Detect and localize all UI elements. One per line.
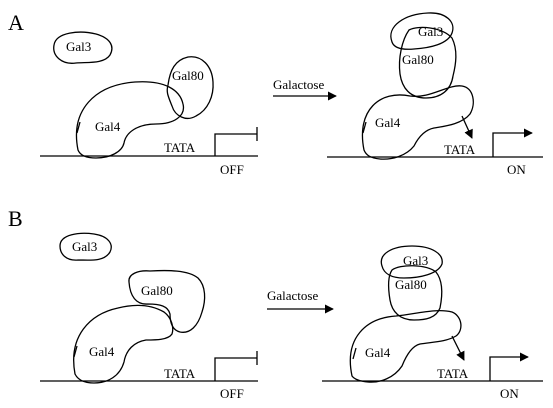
- state-label-off: OFF: [220, 162, 244, 177]
- panel-a-on-state: Gal80 Gal3 Gal4 TATA ON: [327, 12, 543, 177]
- panel-b-on-state: Gal80 Gal3 Gal4 TATA ON: [322, 245, 543, 401]
- tata-label: TATA: [164, 140, 196, 155]
- gal4-protein: [73, 304, 174, 384]
- tata-label: TATA: [444, 142, 476, 157]
- gal3-label: Gal3: [418, 24, 443, 39]
- tata-label: TATA: [164, 366, 196, 381]
- transcription-start-arrow: [492, 128, 533, 157]
- gal3-protein: [53, 31, 113, 64]
- gal80-label: Gal80: [395, 277, 427, 292]
- tata-label: TATA: [437, 366, 469, 381]
- state-label-on: ON: [507, 162, 526, 177]
- gal4-protein: [75, 81, 185, 159]
- galactose-label: Galactose: [267, 288, 318, 303]
- dna-binding-tick: [76, 121, 81, 134]
- activation-arrow: [461, 115, 473, 139]
- panel-a: A Gal3 Gal80 Gal4 TATA OFF Galactose Gal…: [8, 10, 543, 177]
- transcription-start-arrow: [489, 352, 529, 381]
- gal3-label: Gal3: [403, 253, 428, 268]
- gal3-label: Gal3: [66, 39, 91, 54]
- gal80-label: Gal80: [141, 283, 173, 298]
- galactose-label: Galactose: [273, 77, 324, 92]
- transcription-start: [214, 133, 257, 156]
- panel-b: B Gal3 Gal80 Gal4 TATA OFF Galactose Gal…: [8, 206, 543, 401]
- galactose-arrow-b: Galactose: [267, 288, 334, 314]
- gal3-label: Gal3: [72, 239, 97, 254]
- gal80-label: Gal80: [402, 52, 434, 67]
- state-label-on: ON: [500, 386, 519, 401]
- gal4-label: Gal4: [365, 345, 391, 360]
- gal4-protein: [361, 85, 474, 160]
- gal3-protein: [390, 12, 454, 50]
- gal80-protein: [398, 26, 457, 99]
- panel-b-off-state: Gal3 Gal80 Gal4 TATA OFF: [40, 232, 258, 401]
- gal4-label: Gal4: [89, 344, 115, 359]
- gal80-protein: [166, 56, 214, 120]
- gal4-label: Gal4: [95, 119, 121, 134]
- dna-binding-tick: [352, 347, 357, 360]
- gal4-protein: [349, 310, 462, 383]
- transcription-start: [214, 357, 257, 381]
- gal80-label: Gal80: [172, 68, 204, 83]
- panel-a-letter: A: [8, 10, 24, 35]
- dna-binding-tick: [362, 121, 367, 134]
- state-label-off: OFF: [220, 386, 244, 401]
- galactose-arrow-a: Galactose: [273, 77, 337, 101]
- panel-b-letter: B: [8, 206, 23, 231]
- gal3-protein: [59, 232, 112, 261]
- gal80-protein: [388, 265, 443, 321]
- gal3-protein: [380, 245, 443, 279]
- dna-binding-tick: [73, 345, 78, 358]
- gal4-label: Gal4: [375, 115, 401, 130]
- activation-arrow: [451, 335, 465, 361]
- gal80-protein: [128, 269, 206, 333]
- panel-a-off-state: Gal3 Gal80 Gal4 TATA OFF: [40, 31, 258, 177]
